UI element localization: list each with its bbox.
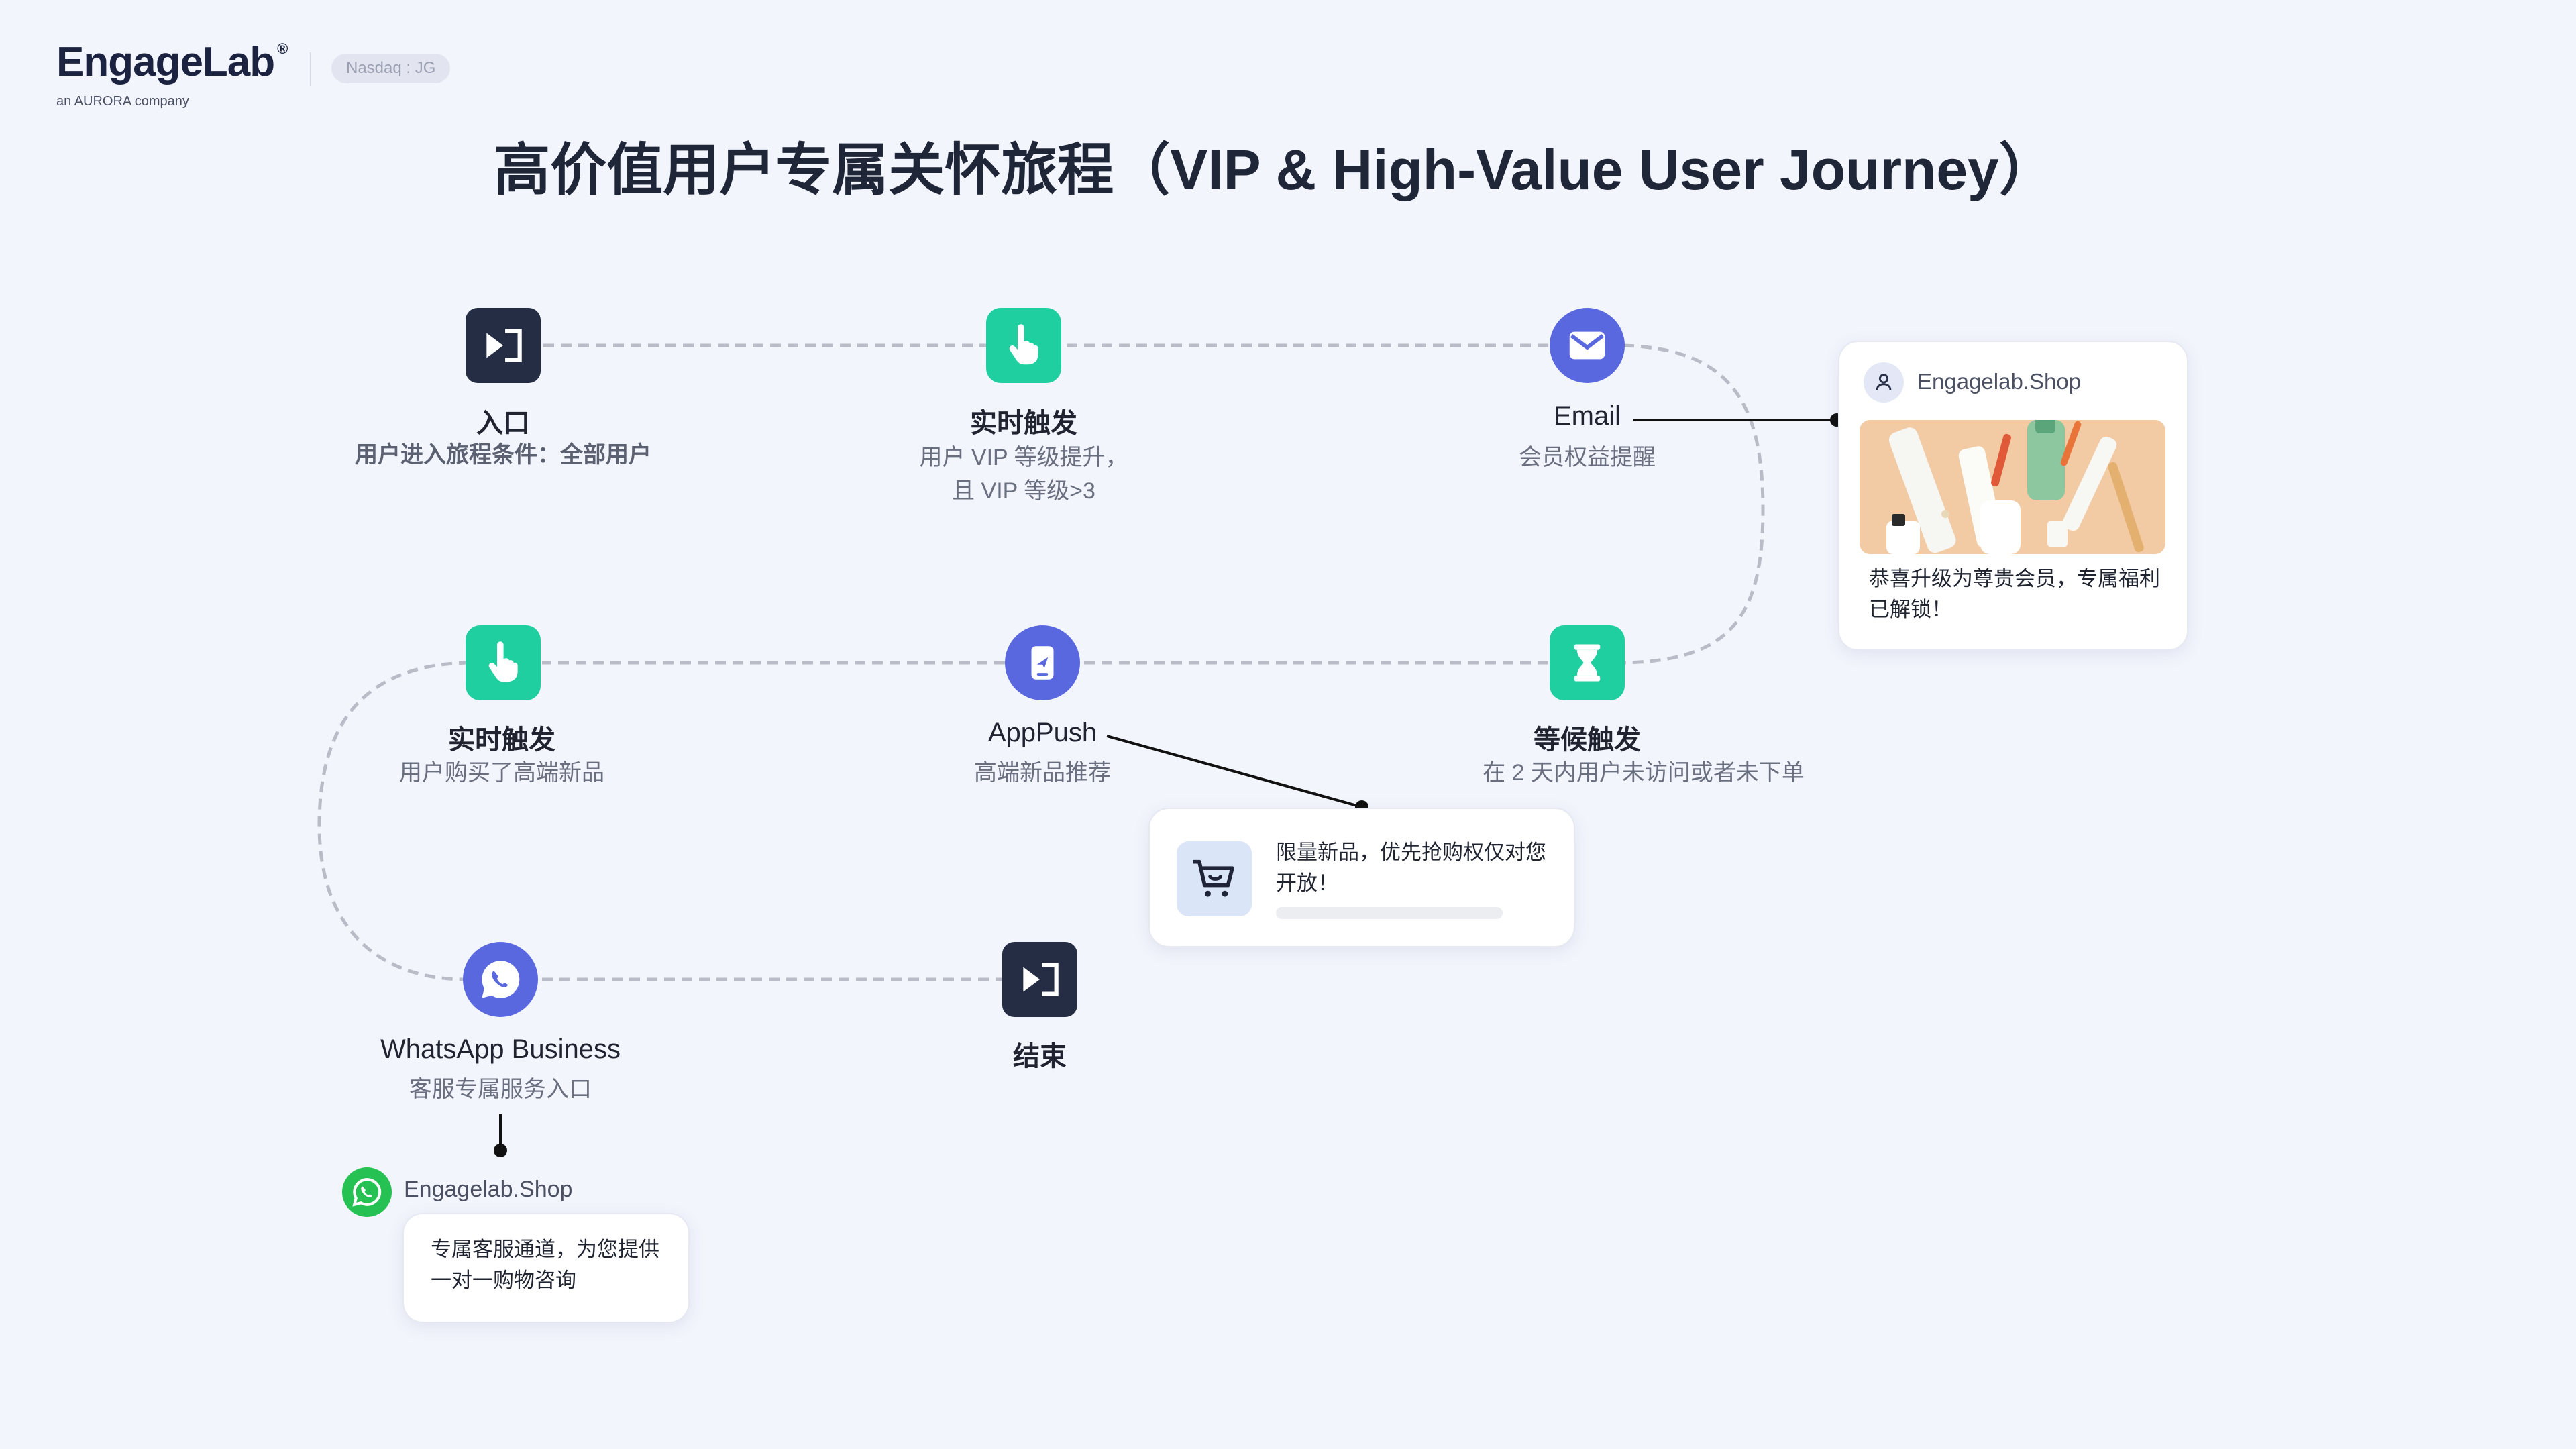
shopping-cart-icon <box>1193 859 1234 897</box>
tap-icon <box>1009 324 1038 365</box>
mail-icon <box>1569 331 1605 360</box>
push-preview-card[interactable]: 限量新品，优先抢购权仅对您开放！ <box>1148 808 1575 947</box>
product-image <box>1860 420 2165 554</box>
apppush-node[interactable] <box>1005 625 1080 700</box>
entry-icon <box>486 329 522 362</box>
cart-tile <box>1177 841 1252 916</box>
apppush-desc: 高端新品推荐 <box>974 760 1111 786</box>
whatsapp-desc: 客服专属服务入口 <box>409 1077 592 1102</box>
user-icon <box>1876 374 1892 390</box>
whatsapp-sender: Engagelab.Shop <box>404 1177 573 1202</box>
email-desc: 会员权益提醒 <box>1519 445 1656 470</box>
trigger-vip-node[interactable] <box>986 308 1061 383</box>
engagelab-logo: EngageLab® <box>56 39 288 85</box>
wait-node[interactable] <box>1550 625 1625 700</box>
trigger-vip-desc-line1: 用户 VIP 等级提升， <box>919 445 1128 470</box>
whatsapp-connector-dot <box>494 1144 507 1157</box>
whatsapp-message: 专属客服通道，为您提供一对一购物咨询 <box>431 1238 659 1292</box>
trigger-buy-title: 实时触发 <box>448 725 555 755</box>
cosmetics-photo <box>1860 420 2165 554</box>
page-title: 高价值用户专属关怀旅程（VIP & High-Value User Journe… <box>494 138 2055 201</box>
nasdaq-badge: Nasdaq : JG <box>331 54 451 83</box>
avatar <box>1864 362 1904 402</box>
whatsapp-message-card[interactable]: 专属客服通道，为您提供一对一购物咨询 <box>402 1213 690 1323</box>
whatsapp-node[interactable] <box>463 942 538 1017</box>
email-title: Email <box>1553 401 1621 431</box>
whatsapp-title: WhatsApp Business <box>380 1034 621 1064</box>
whatsapp-logo-icon <box>352 1178 382 1207</box>
entry-node[interactable] <box>466 308 541 383</box>
email-sender: Engagelab.Shop <box>1917 369 2082 394</box>
logo-subtitle: an AURORA company <box>56 94 189 109</box>
whatsapp-sender-avatar <box>342 1167 392 1217</box>
push-icon <box>1031 646 1054 680</box>
placeholder-bar <box>1276 907 1503 919</box>
wait-desc: 在 2 天内用户未访问或者未下单 <box>1483 760 1805 786</box>
whatsapp-icon <box>482 961 520 998</box>
trigger-buy-node[interactable] <box>466 625 541 700</box>
trigger-buy-desc: 用户购买了高端新品 <box>399 760 604 786</box>
push-message: 限量新品，优先抢购权仅对您开放！ <box>1276 841 1546 895</box>
trigger-vip-desc-line2: 且 VIP 等级>3 <box>952 478 1095 504</box>
wait-title: 等候触发 <box>1534 725 1641 755</box>
end-title: 结束 <box>1013 1042 1067 1071</box>
email-node[interactable] <box>1550 308 1625 383</box>
entry-title: 入口 <box>476 409 530 438</box>
trigger-vip-title: 实时触发 <box>970 409 1077 438</box>
apppush-title: AppPush <box>987 718 1097 747</box>
logo-divider <box>310 52 311 86</box>
end-node[interactable] <box>1002 942 1077 1017</box>
exit-icon <box>1023 963 1059 996</box>
hourglass-icon <box>1574 644 1601 682</box>
entry-desc: 用户进入旅程条件：全部用户 <box>355 442 651 468</box>
email-preview-card[interactable]: Engagelab.Shop 恭喜升级为尊贵会员，专属福利已解锁！ <box>1838 341 2188 651</box>
tap-icon <box>488 641 518 682</box>
email-message: 恭喜升级为尊贵会员，专属福利已解锁！ <box>1869 567 2160 621</box>
